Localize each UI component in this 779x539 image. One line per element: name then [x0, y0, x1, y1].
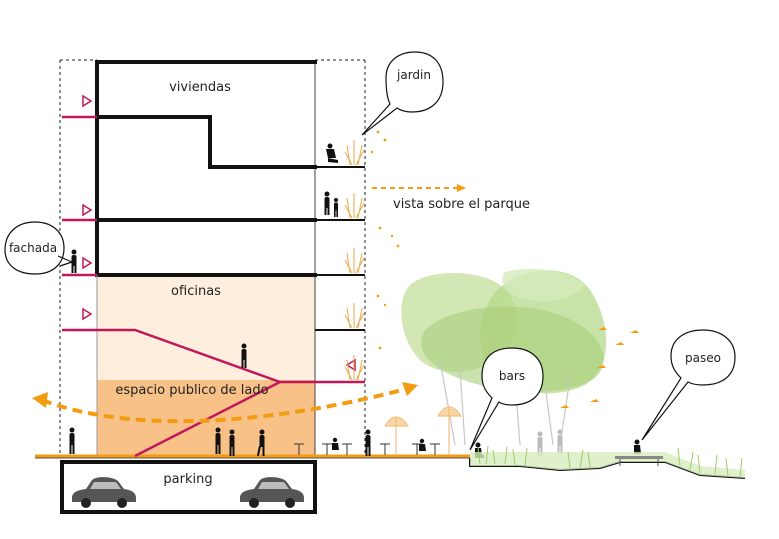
person-silhouette-icon [634, 439, 641, 454]
distant-people [537, 429, 563, 456]
person-silhouette-icon [215, 427, 221, 454]
bubble-text-fachada: fachada [9, 241, 57, 255]
person-silhouette-icon [419, 438, 426, 451]
label-vista: vista sobre el parque [393, 197, 530, 212]
plant-icon [344, 140, 365, 381]
grass-blades [477, 445, 743, 478]
facade-triangle-icons [82, 94, 356, 372]
bird-icon [560, 327, 639, 408]
label-espacio: espacio publico de lado [115, 383, 268, 398]
bubble-jardin [361, 51, 444, 136]
label-parking: parking [163, 472, 212, 487]
public-flow-arrow [41, 386, 411, 424]
car-icon [72, 477, 136, 508]
person-silhouette-icon [326, 143, 338, 163]
person-silhouette-icon [229, 429, 235, 456]
bubble-text-paseo: paseo [685, 351, 721, 365]
label-oficinas: oficinas [171, 284, 221, 299]
cafe-tables [294, 443, 440, 455]
bubble-text-jardin: jardin [396, 68, 431, 82]
person-silhouette-icon [69, 427, 75, 454]
person-silhouette-icon [334, 198, 338, 217]
bubble-paseo [641, 329, 736, 441]
person-silhouette-icon [71, 249, 77, 273]
arrow-head-right-icon [402, 382, 418, 396]
arrow-head-left-icon [32, 392, 48, 408]
bubble-text-bars: bars [499, 369, 525, 383]
parking-box [60, 460, 317, 514]
falling-leaves [370, 130, 400, 350]
person-silhouette-icon [324, 191, 330, 215]
person-silhouette-icon [332, 437, 339, 450]
bubble-fachada [4, 221, 74, 275]
person-silhouette-icon [365, 429, 371, 456]
building-structure [95, 60, 317, 277]
people-silhouettes [69, 143, 641, 458]
view-arrow-head-icon [457, 184, 466, 192]
balcony-slabs [315, 166, 365, 331]
speech-bubbles [4, 51, 736, 451]
bench-icon [615, 456, 663, 466]
park-grass [470, 452, 745, 478]
bubble-bars [469, 347, 544, 451]
car-icon [240, 477, 304, 508]
person-silhouette-icon [256, 429, 265, 456]
umbrella-icon [384, 406, 462, 455]
person-silhouette-icon [241, 343, 247, 368]
label-viviendas: viviendas [169, 80, 231, 95]
